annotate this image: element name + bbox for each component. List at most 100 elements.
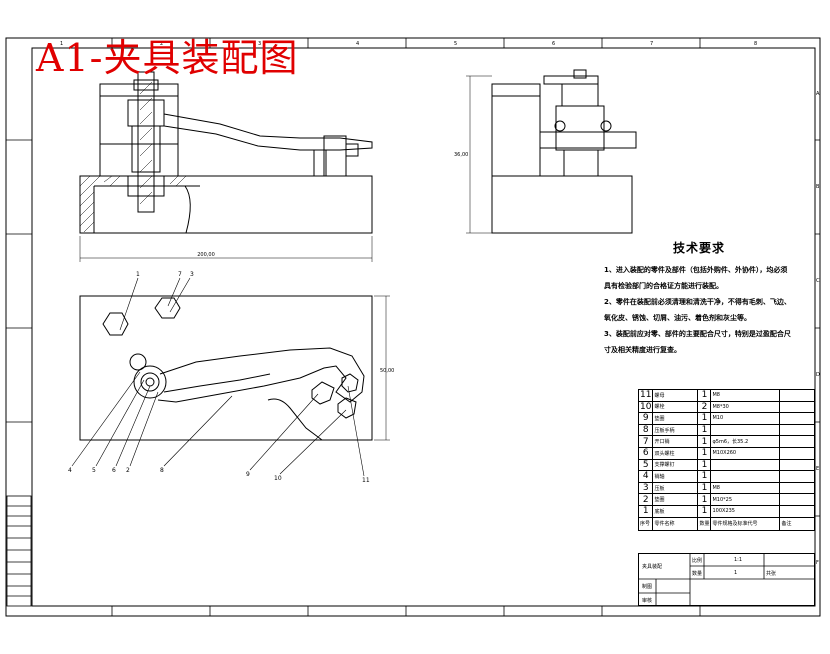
- bom-name: 垫圈: [652, 493, 699, 506]
- bom-spec: [710, 470, 781, 483]
- title-block-checked: 审核: [642, 598, 653, 604]
- bom-qty: 1: [697, 493, 712, 506]
- bom-qty: 1: [697, 504, 712, 518]
- balloon-5: 5: [92, 467, 96, 474]
- dim-front-width: 200,00: [197, 252, 215, 258]
- bom-spec: M8*30: [710, 400, 781, 414]
- bom-no: 2: [637, 493, 654, 506]
- bom-header-name: 零件名称: [652, 516, 699, 531]
- bom-no: 6: [637, 446, 654, 460]
- zone-2: 2: [160, 41, 163, 47]
- dim-side-height: 36,00: [454, 152, 468, 158]
- title-block-qty-label: 数量: [692, 571, 703, 577]
- leader-lines: [71, 277, 365, 477]
- bom-no: 10: [637, 400, 654, 414]
- bom-qty: 1: [697, 481, 712, 495]
- title-block-drawn: 制图: [642, 584, 653, 590]
- zone-d: D: [816, 372, 820, 378]
- zone-ticks: [6, 38, 820, 616]
- bom-header-row: 序号零件名称数量零件规格及标准代号备注: [637, 516, 815, 531]
- title-block: 夹具装配 比例 1:1 数量 1 共张 制图 审核: [638, 553, 815, 606]
- zone-5: 5: [454, 41, 457, 47]
- bom-name: 垫圈: [652, 412, 699, 425]
- balloon-7: 7: [178, 271, 182, 278]
- balloon-10: 10: [274, 475, 282, 482]
- bom-spec: φ5m6，长35.2: [710, 435, 781, 448]
- bom-note: [779, 470, 815, 483]
- bom-name: 螺栓: [652, 400, 699, 414]
- tech-item-3: 3、装配前应对零、部件的主要配合尺寸，特别是过盈配合尺寸及相关精度进行复查。: [604, 330, 791, 354]
- zone-4: 4: [356, 41, 359, 47]
- bom-note: [779, 481, 815, 495]
- title-block-sheet: 共张: [766, 571, 777, 577]
- balloon-4: 4: [68, 467, 72, 474]
- bom-header-no: 序号: [637, 516, 654, 531]
- bom-no: 11: [637, 389, 654, 402]
- bom-spec: M10: [710, 412, 781, 425]
- bom-header-spec: 零件规格及标准代号: [710, 516, 781, 531]
- plan-view: [79, 295, 390, 441]
- bom-no: 7: [637, 435, 654, 448]
- title-block-scale-label: 比例: [692, 558, 703, 564]
- title-block-qty-value: 1: [734, 570, 738, 576]
- zone-b: B: [816, 184, 820, 190]
- bom-name: 双头螺柱: [652, 446, 699, 460]
- bom-note: [779, 446, 815, 460]
- bom-qty: 1: [697, 446, 712, 460]
- bom-spec: M10*25: [710, 493, 781, 506]
- title-block-name: 夹具装配: [642, 564, 663, 570]
- balloon-2: 2: [126, 467, 130, 474]
- balloon-9: 9: [246, 471, 250, 478]
- bom-note: [779, 412, 815, 425]
- bom-name: 支撑螺钉: [652, 458, 699, 472]
- bom-name: 销轴: [652, 470, 699, 483]
- bom-spec: [710, 458, 781, 472]
- bom-note: [779, 423, 815, 437]
- balloon-labels: 1 2 3 4 5 6 7 8 9 10 11: [68, 271, 370, 484]
- balloon-8: 8: [160, 467, 164, 474]
- balloon-6: 6: [112, 467, 116, 474]
- bom-no: 9: [637, 412, 654, 425]
- tech-heading: 技术要求: [672, 241, 725, 255]
- bom-note: [779, 458, 815, 472]
- balloon-3: 3: [190, 271, 194, 278]
- bom-qty: 1: [697, 423, 712, 437]
- bom-spec: 100X235: [710, 504, 781, 518]
- zone-numbers: 1 2 3 4 5 6 7 8 A B C D E F: [60, 41, 820, 566]
- bom-qty: 1: [697, 458, 712, 472]
- bom-name: 压板手柄: [652, 423, 699, 437]
- dim-plan-height: 50,00: [380, 368, 394, 374]
- zone-7: 7: [650, 41, 653, 47]
- binding-strip: [6, 495, 32, 607]
- zone-e: E: [816, 466, 819, 472]
- bom-spec: [710, 423, 781, 437]
- balloon-1: 1: [136, 271, 140, 278]
- bom-qty: 1: [697, 435, 712, 448]
- bom-note: [779, 435, 815, 448]
- bom-spec: M8: [710, 389, 781, 402]
- zone-c: C: [816, 278, 820, 284]
- bom-name: 底板: [652, 504, 699, 518]
- bom-no: 3: [637, 481, 654, 495]
- bom-note: [779, 389, 815, 402]
- bom-no: 8: [637, 423, 654, 437]
- title-block-scale-value: 1:1: [734, 557, 743, 563]
- bom-note: [779, 504, 815, 518]
- bom-no: 1: [637, 504, 654, 518]
- bom-header-note: 备注: [779, 516, 815, 531]
- drawing-title: A1-夹具装配图: [36, 36, 299, 80]
- bom-no: 4: [637, 470, 654, 483]
- front-view: [79, 71, 373, 262]
- zone-1: 1: [60, 41, 63, 47]
- zone-6: 6: [552, 41, 555, 47]
